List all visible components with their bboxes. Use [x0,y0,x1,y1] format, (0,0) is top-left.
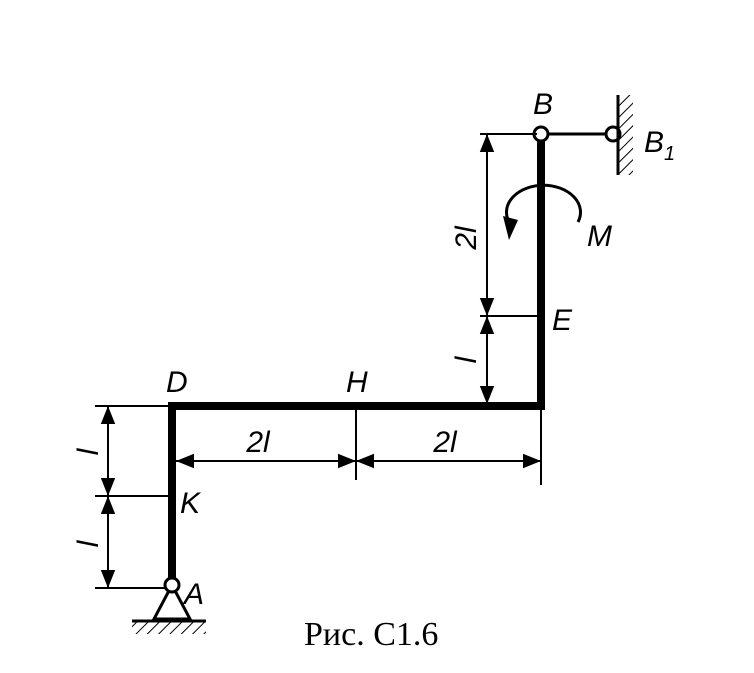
moment-arrow [503,183,582,240]
dim-label-ka: l [72,539,105,547]
label-a: A [182,578,204,611]
dimension-right-vertical [479,133,537,404]
dim-label-e-corner: l [450,355,483,363]
frame-structure [168,136,545,589]
pin-support-a [132,576,206,634]
support-rod-b-b1 [532,95,633,175]
label-k: K [180,487,202,520]
dim-label-h-corner: 2l [432,426,458,459]
dim-label-dh: 2l [245,426,271,459]
hinge-a [163,576,181,594]
figure-caption: Рис. С1.6 [304,616,438,653]
wall-hatch [619,95,633,175]
dim-label-dk: l [72,447,105,455]
label-b: B [533,88,553,121]
label-d: D [166,366,188,399]
label-b1: B1 [644,126,675,165]
label-h: H [346,366,368,399]
ground-hatch [132,622,206,634]
dimension-horizontal [176,410,542,485]
dim-label-be: 2l [450,225,483,251]
dimension-left-vertical [95,405,172,589]
label-m: M [587,220,612,253]
label-e: E [552,304,573,337]
